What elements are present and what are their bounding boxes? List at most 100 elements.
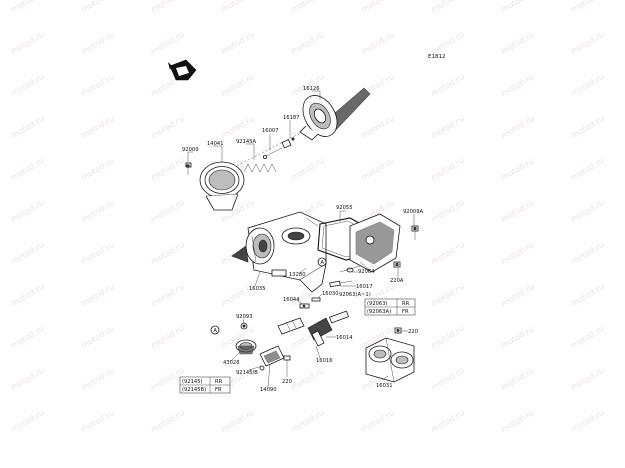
watermark-text: motod.ru	[569, 408, 605, 434]
label-92055: 92055	[336, 205, 353, 211]
label-92009: 92009	[182, 147, 199, 153]
watermark-text: motod.ru	[9, 156, 45, 182]
reference-a-upper-label: A	[320, 260, 324, 266]
watermark-text: motod.ru	[499, 324, 535, 350]
watermark-text: motod.ru	[429, 156, 465, 182]
watermark-text: motod.ru	[149, 240, 185, 266]
watermark-text: motod.ru	[499, 114, 535, 140]
watermark-text: motod.ru	[9, 282, 45, 308]
screw-220a	[393, 261, 401, 268]
watermark-text: motod.ru	[9, 408, 45, 434]
watermark-text: motod.ru	[289, 30, 325, 56]
watermark-text: motod.ru	[9, 198, 45, 224]
carburetor-top-cover	[199, 161, 245, 211]
leader-lines	[187, 90, 415, 388]
o-ring-92064	[339, 265, 361, 273]
watermark-text: motod.ru	[499, 72, 535, 98]
watermark-text: motod.ru	[499, 156, 535, 182]
watermark-text: motod.ru	[79, 198, 115, 224]
cover-14090	[259, 345, 285, 371]
label-16187: 16187	[283, 115, 300, 121]
main-jet-16017	[329, 280, 353, 288]
label-16030: 16030	[322, 291, 339, 297]
label-13280: 13280	[289, 272, 306, 278]
watermark-text: motod.ru	[429, 30, 465, 56]
watermark-text: motod.ru	[499, 0, 535, 14]
label-220-bottom: 220	[282, 379, 292, 385]
watermark-text: motod.ru	[359, 408, 395, 434]
watermark-text: motod.ru	[79, 366, 115, 392]
watermark-text: motod.ru	[569, 240, 605, 266]
needle-holder-16187	[281, 137, 295, 149]
watermark-text: motod.ru	[429, 72, 465, 98]
label-220a: 220A	[390, 278, 404, 284]
reference-marker-a-upper: A	[317, 257, 327, 267]
label-220-right: 220	[408, 329, 418, 335]
watermark-text: motod.ru	[359, 114, 395, 140]
needle-jet-16030	[311, 297, 321, 302]
label-16017: 16017	[356, 284, 373, 290]
watermark-text: motod.ru	[79, 0, 115, 14]
watermark-text: motod.ru	[429, 282, 465, 308]
label-16031: 16031	[376, 383, 393, 389]
carburetor-body	[231, 211, 327, 293]
table-left-code-1: (92145)	[182, 379, 203, 385]
front-arrow-icon	[168, 59, 197, 81]
watermark-text: motod.ru	[569, 366, 605, 392]
reference-marker-a-lower: A	[210, 325, 220, 335]
float-chamber-cover	[349, 213, 401, 273]
spring-92145a	[243, 163, 277, 173]
watermark-text: motod.ru	[149, 156, 185, 182]
label-92064: 92064	[358, 269, 375, 275]
watermark-text: motod.ru	[9, 366, 45, 392]
watermark-text: motod.ru	[429, 240, 465, 266]
region-table-left: (92145) RR (92145B) FR	[179, 376, 231, 394]
screw-92009a	[411, 225, 419, 240]
watermark-text: motod.ru	[499, 30, 535, 56]
label-16126: 16126	[303, 86, 320, 92]
screw-92009	[185, 162, 192, 175]
watermark-text: motod.ru	[79, 114, 115, 140]
watermark-text: motod.ru	[499, 198, 535, 224]
watermark-text: motod.ru	[569, 0, 605, 14]
label-92145b: 92145/B	[236, 370, 258, 376]
watermark-text: motod.ru	[149, 282, 185, 308]
watermark-text: motod.ru	[359, 156, 395, 182]
watermark-text: motod.ru	[219, 114, 255, 140]
diagram-code: E1812	[428, 54, 445, 60]
accelerator-pump-cover-43028	[235, 339, 257, 355]
watermark-text: motod.ru	[429, 366, 465, 392]
watermark-text: motod.ru	[79, 408, 115, 434]
jet-holder-16044	[299, 303, 310, 309]
part-labels: 92009 14041 92145A 16007 16187 16126 920…	[182, 86, 424, 393]
label-92093: 92093	[236, 314, 253, 320]
watermark-text: motod.ru	[9, 30, 45, 56]
watermark-text: motod.ru	[79, 156, 115, 182]
watermark-text: motod.ru	[149, 114, 185, 140]
watermark-text: motod.ru	[359, 30, 395, 56]
watermark-text: motod.ru	[289, 408, 325, 434]
watermark-text: motod.ru	[79, 324, 115, 350]
watermark-text: motod.ru	[79, 72, 115, 98]
watermark-text: motod.ru	[9, 324, 45, 350]
watermark-text: motod.ru	[569, 282, 605, 308]
label-92063a1: 92063(A~1)	[339, 292, 371, 298]
watermark-text: motod.ru	[289, 156, 325, 182]
label-14041: 14041	[207, 141, 224, 147]
watermark-text: motod.ru	[149, 408, 185, 434]
pilot-screw-assembly	[277, 317, 305, 335]
washer-92093	[240, 322, 248, 330]
watermark-text: motod.ru	[9, 114, 45, 140]
watermark-text: motod.ru	[9, 72, 45, 98]
jet-needle-16007	[262, 147, 283, 159]
watermark-text: motod.ru	[79, 282, 115, 308]
label-16016: 16016	[316, 358, 333, 364]
watermark-text: motod.ru	[569, 324, 605, 350]
watermark-text: motod.ru	[9, 0, 45, 14]
watermark-text: motod.ru	[79, 240, 115, 266]
watermark-text: motod.ru	[219, 30, 255, 56]
watermark-text: motod.ru	[219, 0, 255, 14]
watermark-text: motod.ru	[219, 408, 255, 434]
watermark-text: motod.ru	[149, 30, 185, 56]
